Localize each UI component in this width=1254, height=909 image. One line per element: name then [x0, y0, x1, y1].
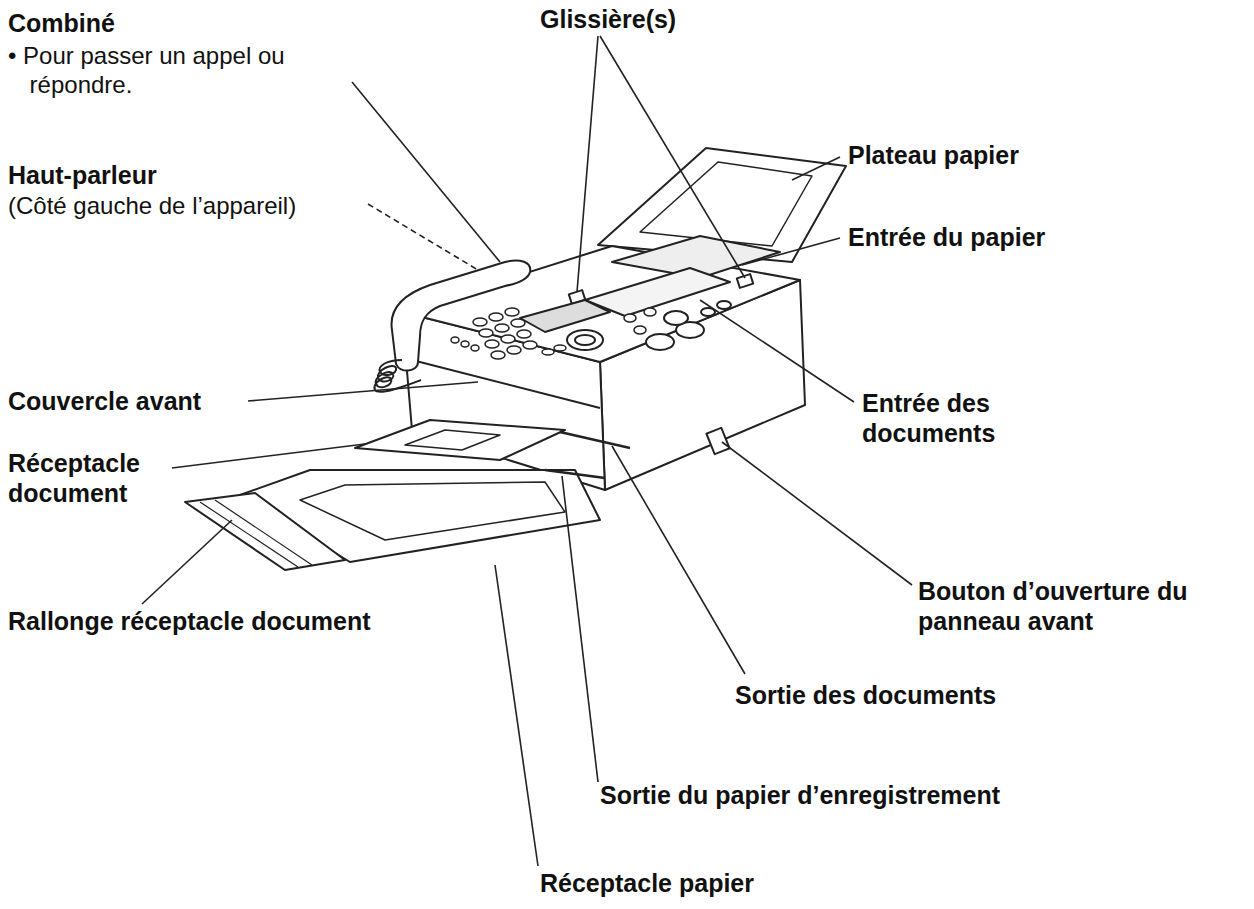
part-label: Entrée du papier — [848, 222, 1045, 252]
leader-line — [600, 36, 745, 278]
front-panel-button — [706, 428, 729, 454]
part-label: Réceptacle document — [8, 448, 178, 508]
handset — [392, 260, 531, 370]
guide-right — [737, 274, 753, 288]
leader-line — [700, 300, 854, 402]
leader-line — [577, 36, 598, 292]
part-label: Plateau papier — [848, 140, 1019, 170]
part-label: Combiné — [8, 8, 115, 38]
part-label: • Pour passer un appel ou répondre. — [8, 42, 380, 100]
document-receptacle-window — [405, 430, 500, 450]
body-front-face — [402, 312, 605, 490]
part-label: Haut-parleur — [8, 160, 157, 190]
navigator-dial — [567, 330, 603, 350]
leader-line — [495, 565, 538, 866]
start-buttons — [646, 301, 731, 350]
paper-tray-window — [640, 162, 812, 246]
part-label: Réceptacle papier — [540, 868, 754, 898]
part-label: Sortie du papier d’enregistrement — [600, 780, 1000, 810]
part-label: Entrée des documents — [862, 388, 1042, 448]
leader-line — [612, 446, 745, 674]
front-cover — [412, 360, 600, 408]
display — [520, 300, 610, 332]
leader-line — [142, 520, 232, 604]
leader-line — [368, 204, 478, 270]
receptacle-extension — [185, 493, 345, 570]
part-label: Rallonge réceptacle document — [8, 606, 371, 636]
document-exit — [560, 432, 630, 448]
leader-line — [722, 442, 912, 585]
keypad — [451, 308, 537, 359]
leader-line — [352, 82, 500, 262]
leader-line — [792, 157, 840, 180]
leader-line — [562, 476, 598, 782]
part-label: Couvercle avant — [8, 386, 201, 416]
document-receptacle — [355, 420, 565, 460]
part-label: Sortie des documents — [735, 680, 996, 710]
part-label: (Côté gauche de l’appareil) — [8, 192, 296, 221]
part-label: Glissière(s) — [540, 4, 676, 34]
recording-paper-exit — [545, 470, 605, 478]
leader-line — [248, 382, 478, 401]
paper-receptacle-inner — [300, 482, 565, 540]
function-buttons — [542, 308, 656, 355]
part-label: Bouton d’ouverture du panneau avant — [918, 576, 1248, 636]
navigator-dial-inner — [575, 335, 595, 345]
leader-line — [172, 444, 365, 468]
leader-line — [742, 238, 840, 265]
document-entry — [585, 268, 730, 316]
